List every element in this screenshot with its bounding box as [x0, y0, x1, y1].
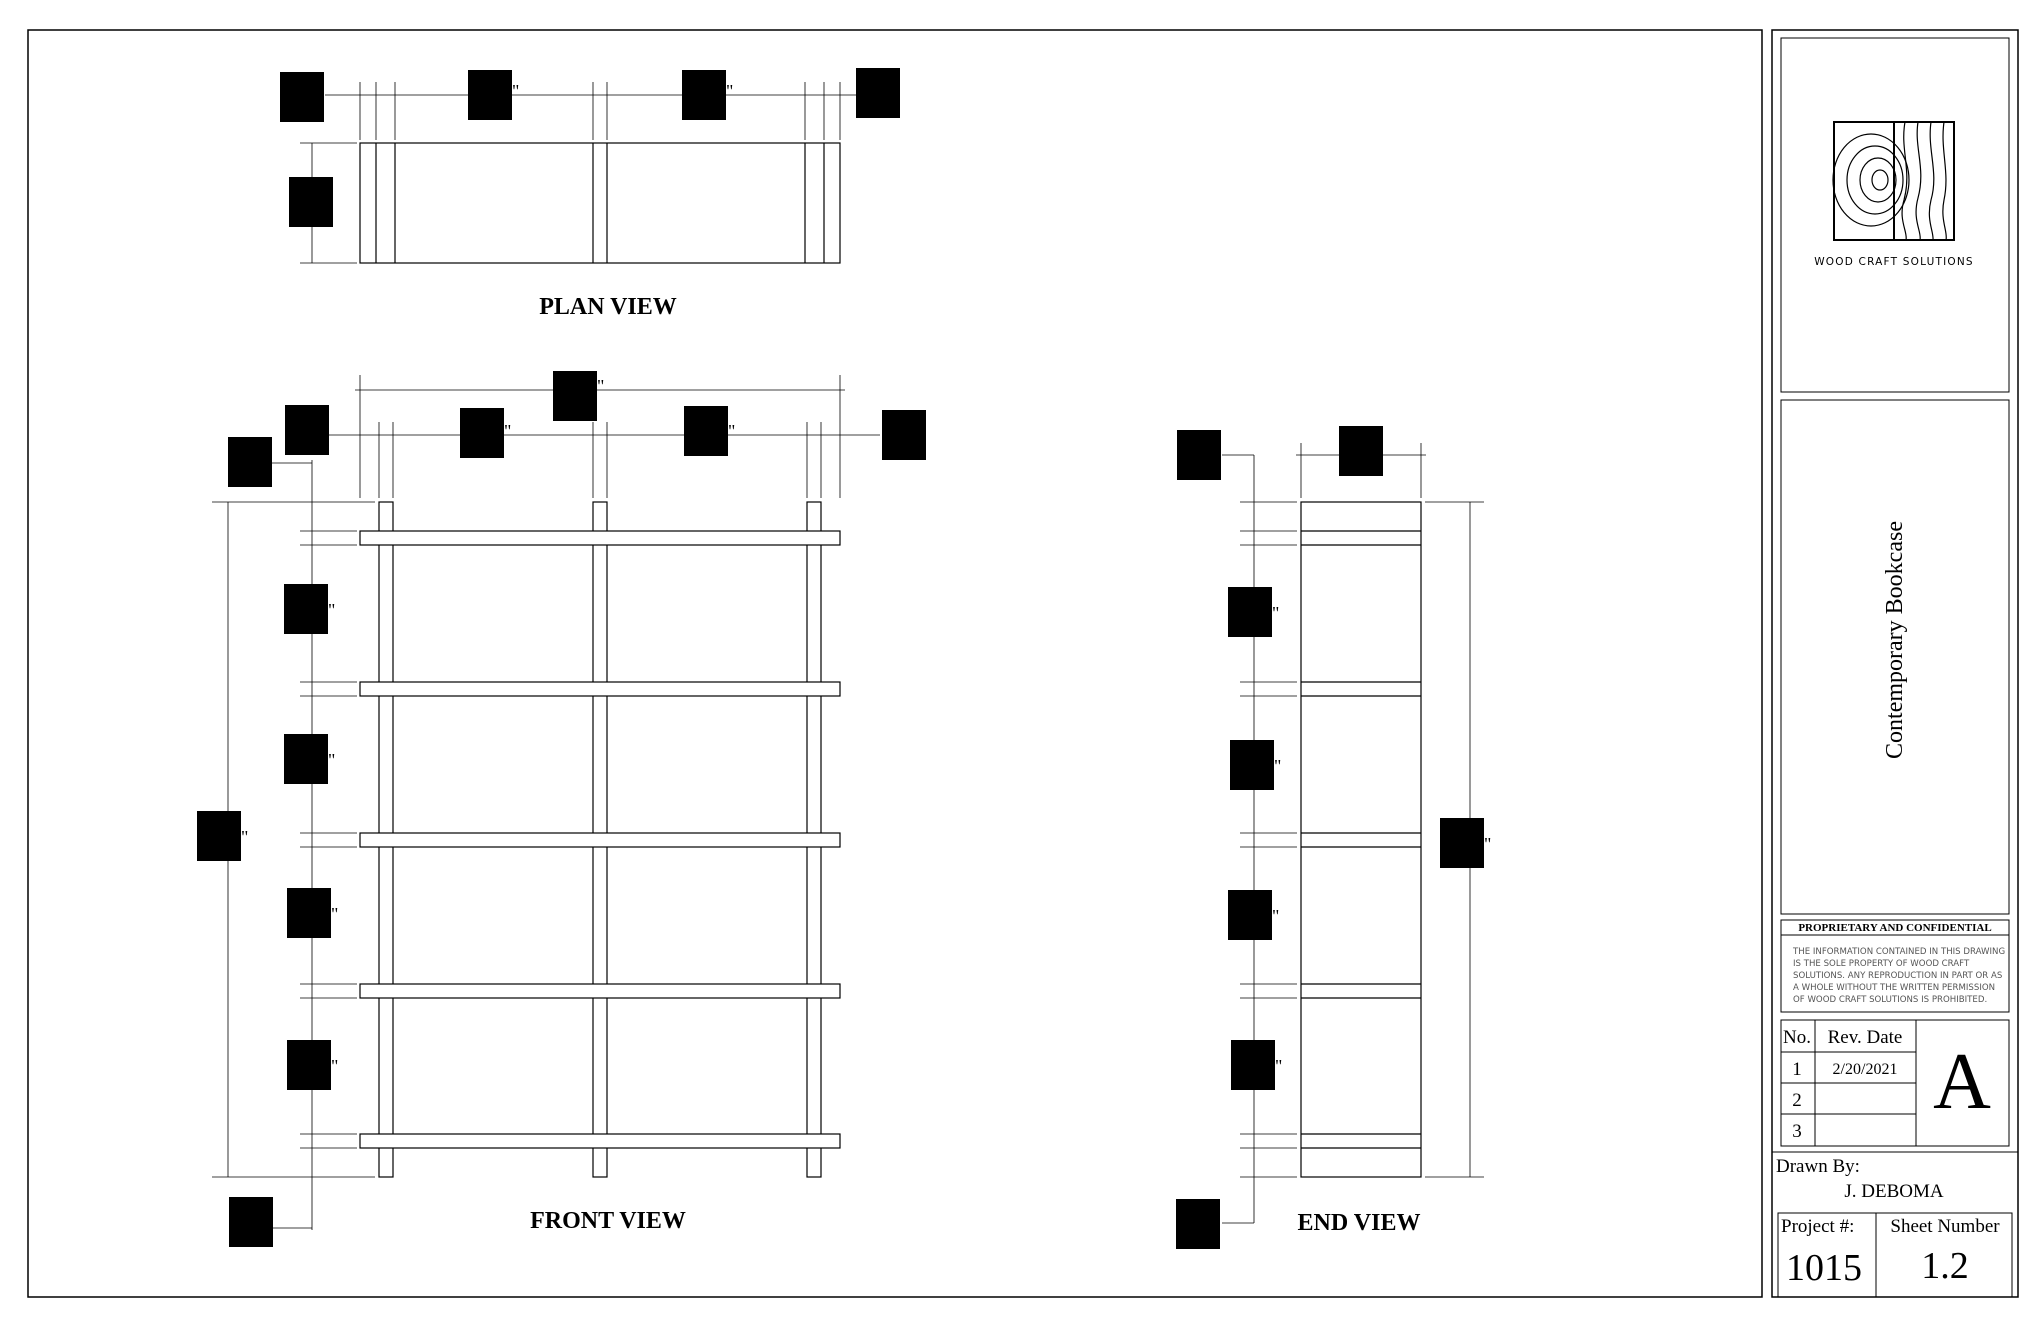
revision-date-header: Rev. Date	[1828, 1027, 1903, 1048]
revision-row-no: 2	[1792, 1090, 1802, 1111]
plan-dim-mark-1: "	[512, 81, 519, 101]
wood-grain-logo-icon	[1832, 121, 1955, 241]
revision-row-date: 2/20/2021	[1833, 1061, 1898, 1078]
confidential-panel	[1780, 919, 2010, 1013]
plan-view	[300, 82, 880, 264]
front-dim-mark-7: "	[331, 904, 338, 924]
confidential-line: THE INFORMATION CONTAINED IN THIS DRAWIN…	[1792, 947, 2005, 957]
project-number: 1015	[1786, 1247, 1862, 1289]
front-view-redactions	[197, 371, 926, 1247]
confidential-line: IS THE SOLE PROPERTY OF WOOD CRAFT	[1793, 959, 1970, 969]
end-dim-mark-5: "	[1275, 1056, 1282, 1076]
revision-letter: A	[1933, 1038, 1991, 1126]
end-dim-mark-2: "	[1274, 756, 1281, 776]
drawing-title: Contemporary Bookcase	[1882, 521, 1908, 759]
end-view	[1222, 443, 1484, 1224]
logo-panel	[1780, 37, 2010, 393]
front-view-label: FRONT VIEW	[530, 1208, 686, 1234]
project-number-label: Project #:	[1781, 1216, 1854, 1237]
revision-row-no: 3	[1792, 1121, 1802, 1142]
sheet-number-label: Sheet Number	[1890, 1216, 2000, 1237]
revision-table	[1780, 1019, 2010, 1147]
sheet-number: 1.2	[1921, 1245, 1969, 1287]
plan-view-label: PLAN VIEW	[539, 294, 677, 320]
confidential-heading: PROPRIETARY AND CONFIDENTIAL	[1798, 922, 1991, 934]
end-dim-mark-3: "	[1484, 834, 1491, 854]
front-dim-mark-4: "	[328, 600, 335, 620]
revision-row-no: 1	[1792, 1059, 1802, 1080]
drawn-by-label: Drawn By:	[1776, 1156, 1860, 1177]
end-dim-mark-1: "	[1272, 603, 1279, 623]
front-view	[212, 375, 880, 1230]
plan-view-redactions	[280, 68, 900, 227]
front-dim-mark-1: "	[597, 376, 604, 396]
confidential-line: SOLUTIONS. ANY REPRODUCTION IN PART OR A…	[1793, 971, 2002, 981]
project-sheet-box	[1777, 1212, 2013, 1298]
front-dim-mark-3: "	[728, 421, 735, 441]
front-dim-mark-8: "	[331, 1056, 338, 1076]
confidential-line: OF WOOD CRAFT SOLUTIONS IS PROHIBITED.	[1793, 995, 1987, 1005]
plan-dim-mark-2: "	[726, 81, 733, 101]
drawing-border	[27, 29, 1763, 1298]
revision-no-header: No.	[1783, 1027, 1811, 1048]
front-dim-mark-2: "	[504, 421, 511, 441]
front-dim-mark-6: "	[241, 827, 248, 847]
end-view-redactions	[1176, 426, 1484, 1249]
title-panel	[1780, 399, 2010, 915]
company-name: WOOD CRAFT SOLUTIONS	[1814, 256, 1974, 268]
end-dim-mark-4: "	[1272, 906, 1279, 926]
confidential-line: A WHOLE WITHOUT THE WRITTEN PERMISSION	[1793, 983, 1995, 993]
end-view-label: END VIEW	[1298, 1210, 1421, 1236]
front-dim-mark-5: "	[328, 750, 335, 770]
drawn-by-name: J. DEBOMA	[1844, 1181, 1944, 1202]
